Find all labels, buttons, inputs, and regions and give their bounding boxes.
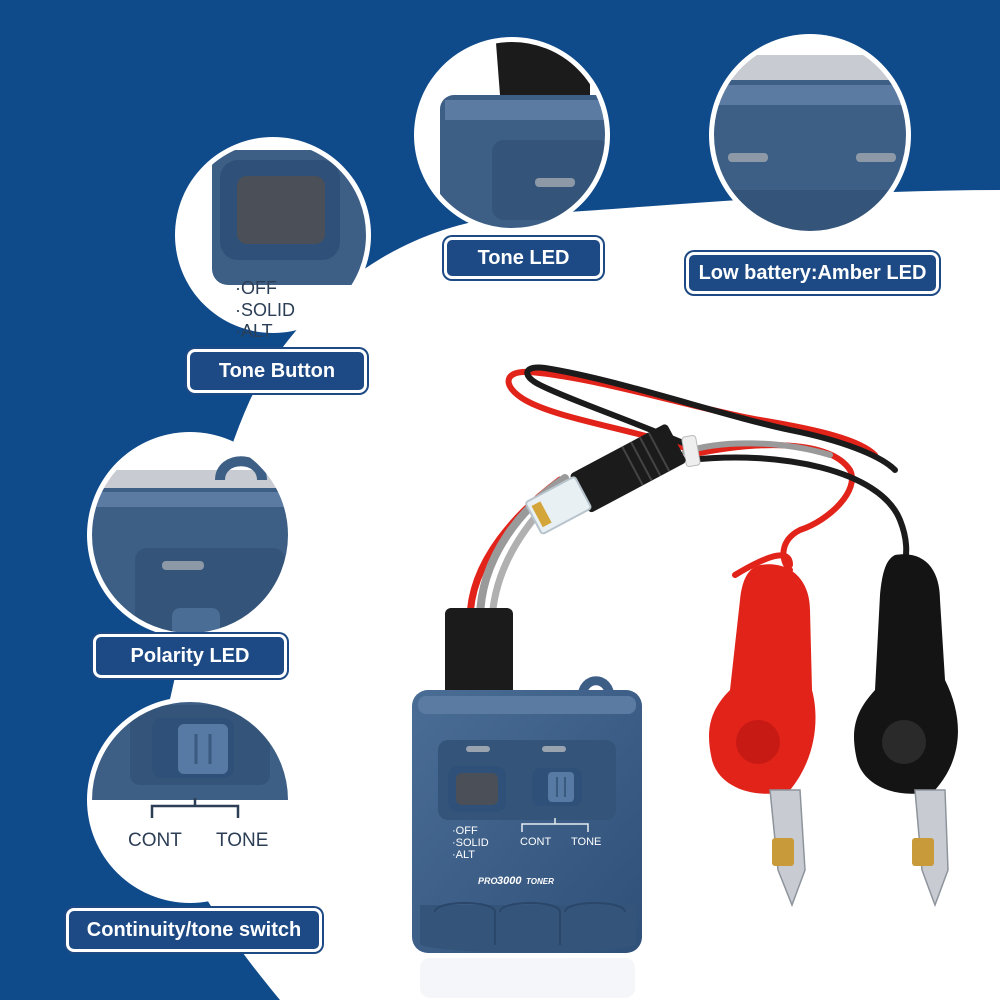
alligator-clip-icon xyxy=(854,554,958,908)
tone-led-indicator xyxy=(535,178,575,187)
cable-boot-icon xyxy=(445,608,513,708)
callout-low-battery: Low battery:Amber LED xyxy=(686,252,939,294)
cable-tie-icon xyxy=(681,434,701,468)
device-brand-toner: TONER xyxy=(526,877,554,886)
tone-led-indicator xyxy=(542,746,566,752)
callout-polarity-led: Polarity LED xyxy=(93,634,287,678)
tone-option-off: ·OFF xyxy=(235,278,277,298)
tone-option-alt: ·ALT xyxy=(235,321,273,341)
rj11-plug-icon xyxy=(525,424,686,535)
toner-device xyxy=(412,608,642,953)
zoom-circle-switch xyxy=(87,697,293,903)
zoom-circle-tone-led xyxy=(414,37,610,233)
device-option-alt: ·ALT xyxy=(452,849,475,861)
device-label-tone: TONE xyxy=(571,836,601,848)
device-brand-model: 3000 xyxy=(497,875,522,887)
battery-led-left xyxy=(728,153,768,162)
callout-tone-button: Tone Button xyxy=(187,349,367,393)
alligator-clip-icon xyxy=(709,564,816,908)
test-leads xyxy=(466,364,910,624)
polarity-led-indicator xyxy=(466,746,490,752)
callout-continuity-switch: Continuity/tone switch xyxy=(66,908,322,952)
device-option-solid: ·SOLID xyxy=(452,837,489,849)
polarity-led-indicator xyxy=(162,561,204,570)
tone-option-solid: ·SOLID xyxy=(235,300,295,320)
zoom-circle-tone-button xyxy=(175,137,371,333)
device-option-off: ·OFF xyxy=(452,825,478,837)
zoom-circle-polarity-led xyxy=(87,432,293,638)
switch-label-cont: CONT xyxy=(128,830,182,851)
device-label-cont: CONT xyxy=(520,836,551,848)
callout-tone-led: Tone LED xyxy=(444,237,603,279)
device-reflection xyxy=(420,958,635,998)
device-brand-pro: PRO xyxy=(478,876,498,886)
switch-label-tone: TONE xyxy=(216,830,268,851)
tone-button-icon xyxy=(456,773,498,805)
battery-led-right xyxy=(856,153,896,162)
tone-button-icon xyxy=(237,176,325,244)
